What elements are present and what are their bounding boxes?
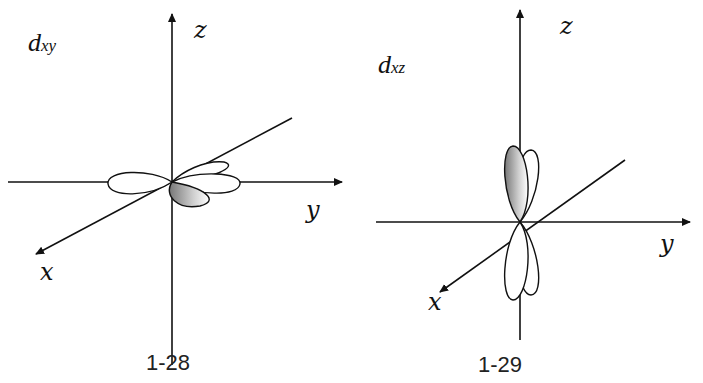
axis-label: y xyxy=(660,232,674,256)
orbital-name: dxz xyxy=(378,52,405,78)
axis-label: y xyxy=(306,198,320,222)
axes-right xyxy=(376,10,690,340)
axis-label: z xyxy=(194,18,207,42)
dxy-lobes xyxy=(108,162,240,207)
axes-left xyxy=(8,14,342,365)
axis-label: z xyxy=(560,14,573,38)
figure-number: 1-28 xyxy=(146,352,190,374)
orbital-name: dxy xyxy=(28,30,56,56)
axis-label: x xyxy=(428,290,442,314)
dxz-lobes xyxy=(505,146,539,300)
axis-label: x xyxy=(40,260,54,284)
figure-number: 1-29 xyxy=(478,354,522,376)
